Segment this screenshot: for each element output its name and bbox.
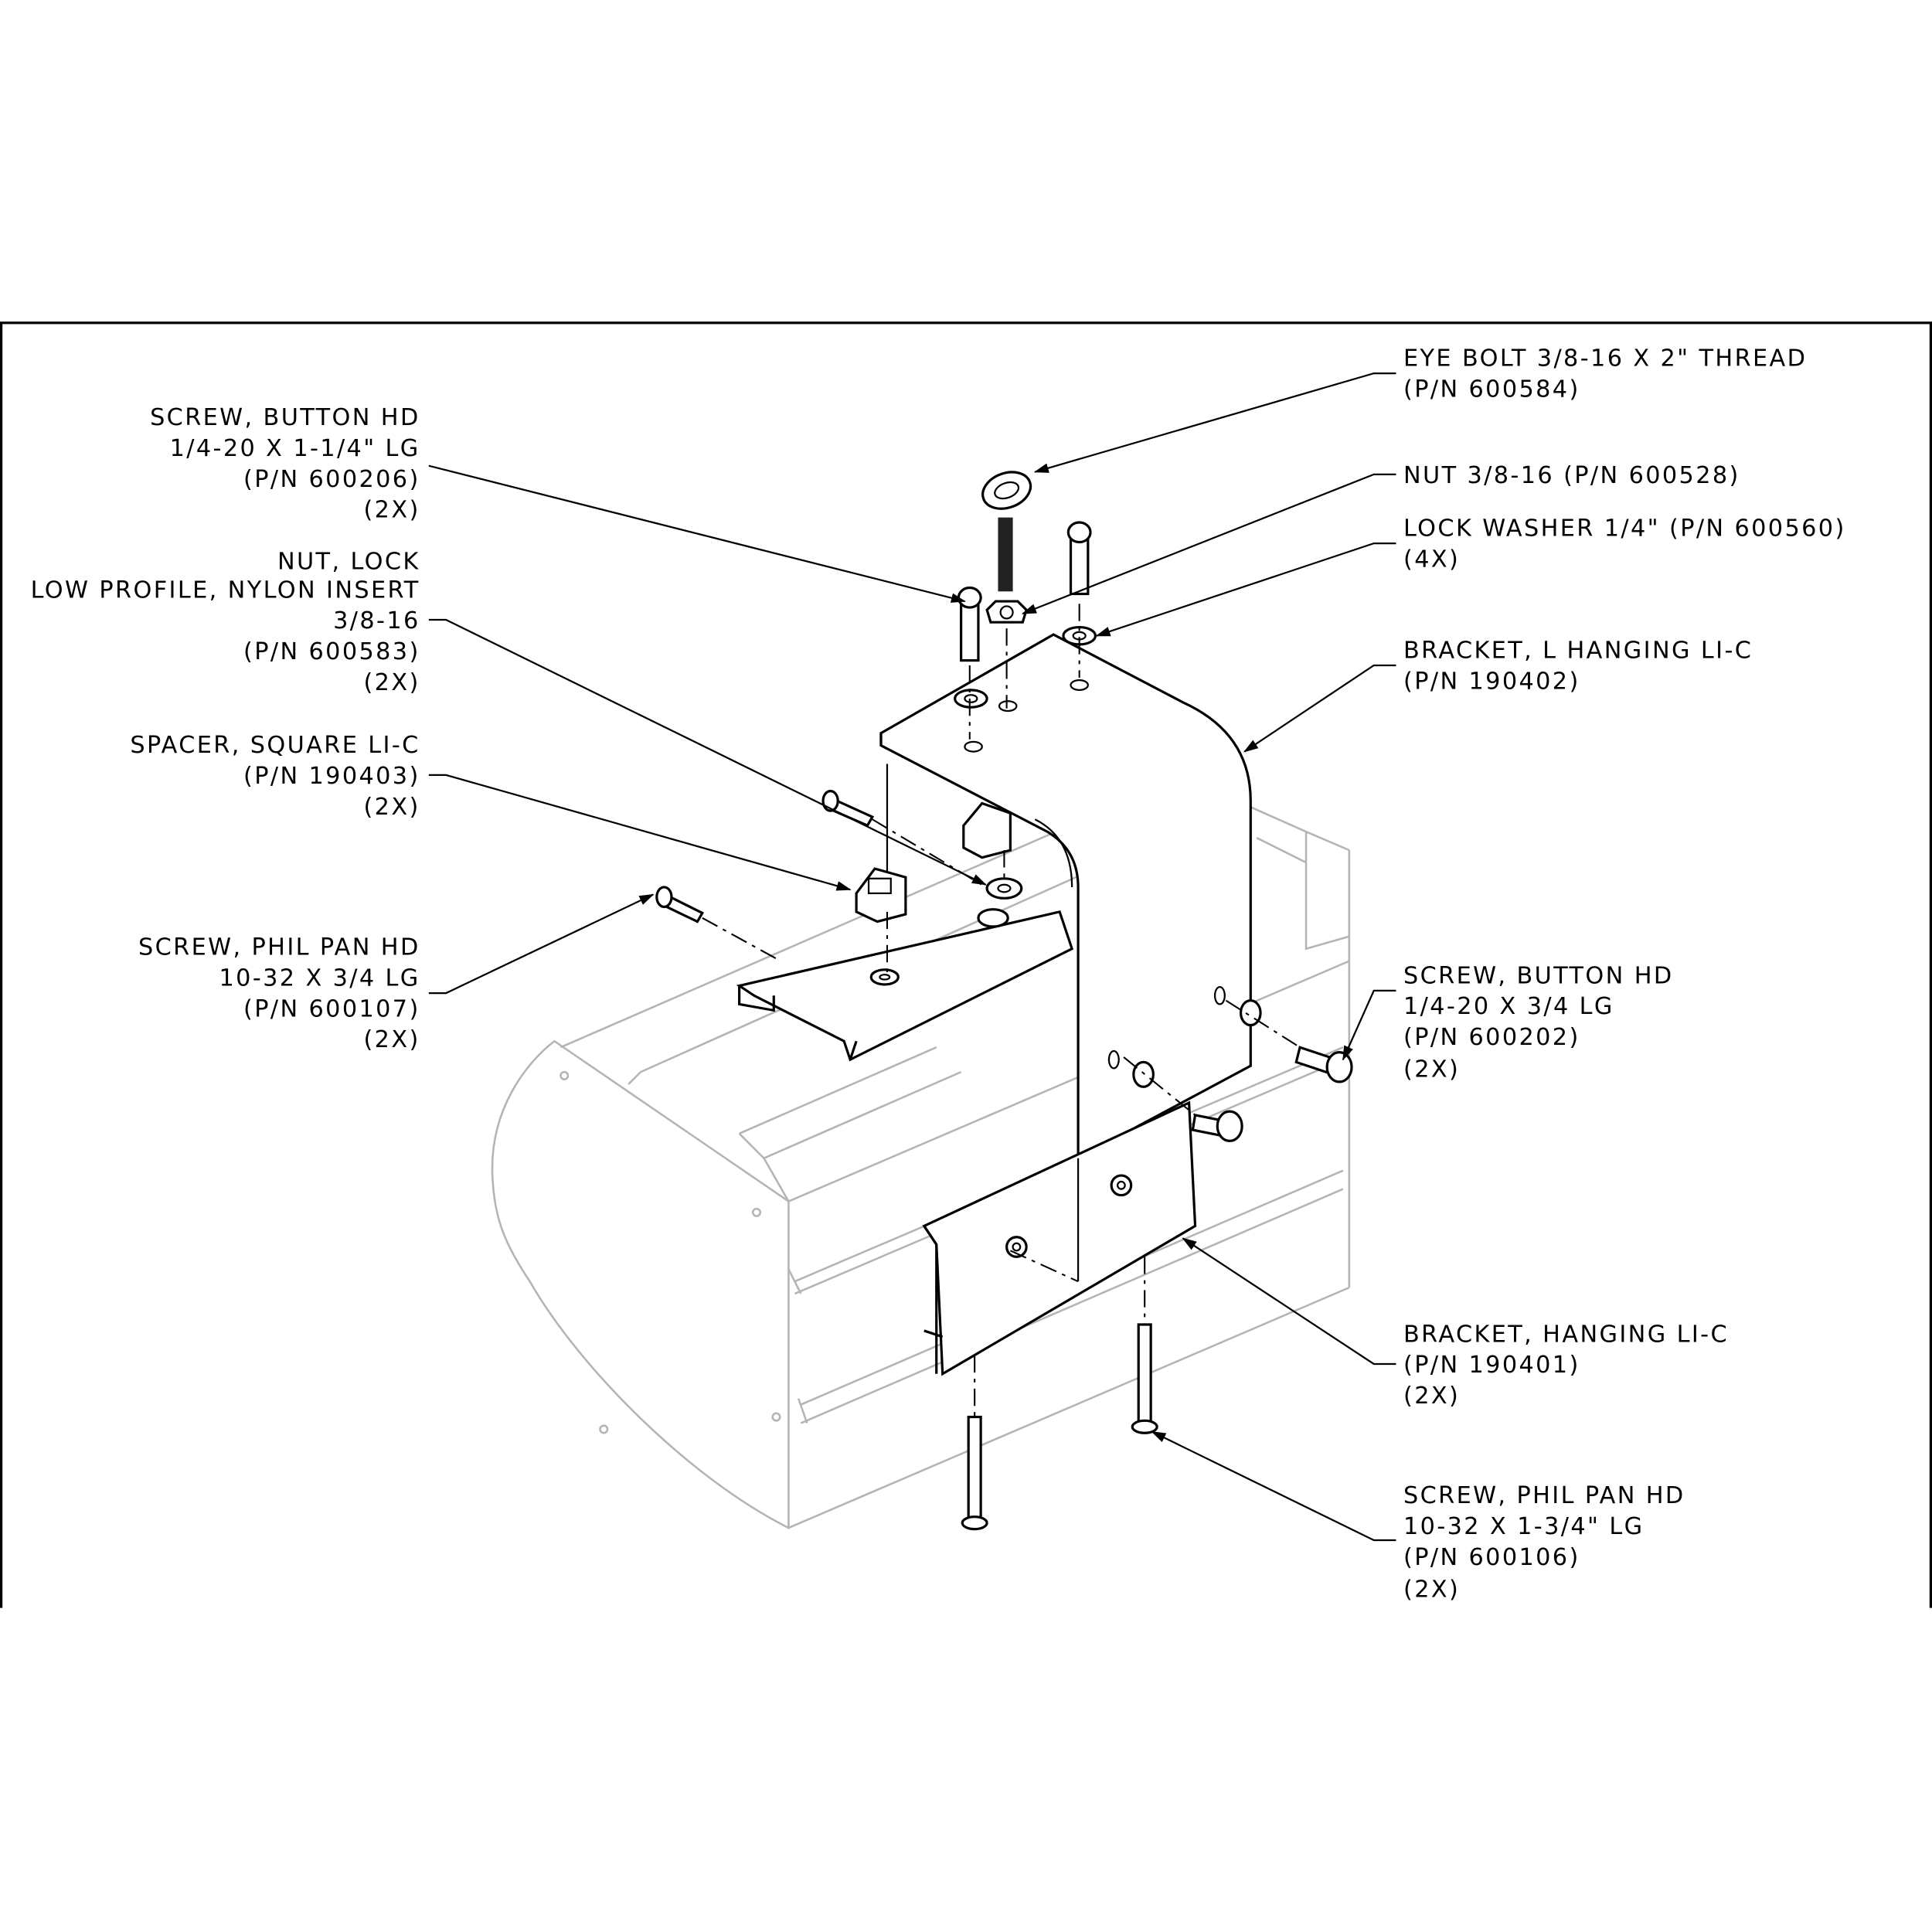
callout-line: (2X) — [363, 669, 420, 696]
callout-line: (2X) — [1403, 1383, 1460, 1410]
callout-line: (P/N 190402) — [1403, 668, 1580, 695]
callout-line: (2X) — [363, 497, 420, 524]
callout-line: SCREW, BUTTON HD — [150, 404, 420, 431]
callout-line: (P/N 600107) — [243, 995, 420, 1022]
callout-line: 1/4-20 X 3/4 LG — [1403, 993, 1614, 1020]
callout-bracket-l-hanging: BRACKET, L HANGING LI-C (P/N 190402) — [1403, 637, 1753, 695]
callout-line: (P/N 600583) — [243, 638, 420, 665]
callout-line: BRACKET, L HANGING LI-C — [1403, 637, 1753, 664]
callout-line: (P/N 600202) — [1403, 1024, 1580, 1051]
callout-screw-button-hd-long: SCREW, BUTTON HD 1/4-20 X 1-1/4" LG (P/N… — [150, 404, 420, 524]
callout-nut-lock: NUT, LOCK LOW PROFILE, NYLON INSERT 3/8-… — [31, 549, 420, 696]
callout-line: NUT 3/8-16 (P/N 600528) — [1403, 462, 1740, 489]
hanging-bracket — [922, 1100, 1197, 1376]
callout-line: LOCK WASHER 1/4" (P/N 600560) — [1403, 515, 1846, 543]
callout-line: SCREW, BUTTON HD — [1403, 962, 1674, 989]
callout-lock-washer: LOCK WASHER 1/4" (P/N 600560) (4X) — [1403, 515, 1846, 573]
callout-line: NUT, LOCK — [277, 549, 420, 576]
l-hanging-bracket — [879, 633, 1252, 1161]
callout-line: 10-32 X 1-3/4" LG — [1403, 1513, 1644, 1540]
callout-nut: NUT 3/8-16 (P/N 600528) — [1403, 462, 1740, 489]
leader-lines — [428, 372, 1396, 1542]
callout-line: BRACKET, HANGING LI-C — [1403, 1321, 1729, 1348]
callout-line: (P/N 190401) — [1403, 1352, 1580, 1379]
callout-line: (P/N 600106) — [1403, 1544, 1580, 1571]
callout-eye-bolt: EYE BOLT 3/8-16 X 2" THREAD (P/N 600584) — [1403, 345, 1807, 403]
callout-line: 1/4-20 X 1-1/4" LG — [170, 435, 420, 462]
callout-line: (P/N 600206) — [243, 466, 420, 493]
callout-screw-phil-pan-short: SCREW, PHIL PAN HD 10-32 X 3/4 LG (P/N 6… — [138, 934, 420, 1054]
callout-bracket-hanging: BRACKET, HANGING LI-C (P/N 190401) (2X) — [1403, 1321, 1729, 1410]
callout-line: 3/8-16 — [333, 607, 420, 634]
callout-line: (4X) — [1403, 546, 1460, 573]
drawing-frame — [0, 321, 1932, 1608]
callout-line: (2X) — [1403, 1056, 1460, 1083]
callout-screw-button-hd-short: SCREW, BUTTON HD 1/4-20 X 3/4 LG (P/N 60… — [1403, 962, 1674, 1083]
callout-line: EYE BOLT 3/8-16 X 2" THREAD — [1403, 345, 1807, 372]
callout-line: (2X) — [1403, 1576, 1460, 1603]
channel-rail — [736, 910, 1074, 1062]
callout-spacer-square: SPACER, SQUARE LI-C (P/N 190403) (2X) — [130, 732, 420, 821]
callout-screw-phil-pan-long: SCREW, PHIL PAN HD 10-32 X 1-3/4" LG (P/… — [1403, 1482, 1685, 1603]
callout-line: SPACER, SQUARE LI-C — [130, 732, 420, 759]
callout-line: SCREW, PHIL PAN HD — [138, 934, 420, 961]
callout-line: (P/N 190403) — [243, 763, 420, 790]
callout-line: (2X) — [363, 1026, 420, 1053]
callout-line: 10-32 X 3/4 LG — [219, 965, 420, 992]
hardware — [655, 471, 1353, 1531]
callout-line: LOW PROFILE, NYLON INSERT — [31, 577, 420, 604]
callout-line: (2X) — [363, 794, 420, 821]
callout-line: (P/N 600584) — [1403, 376, 1580, 403]
callout-line: SCREW, PHIL PAN HD — [1403, 1482, 1685, 1509]
